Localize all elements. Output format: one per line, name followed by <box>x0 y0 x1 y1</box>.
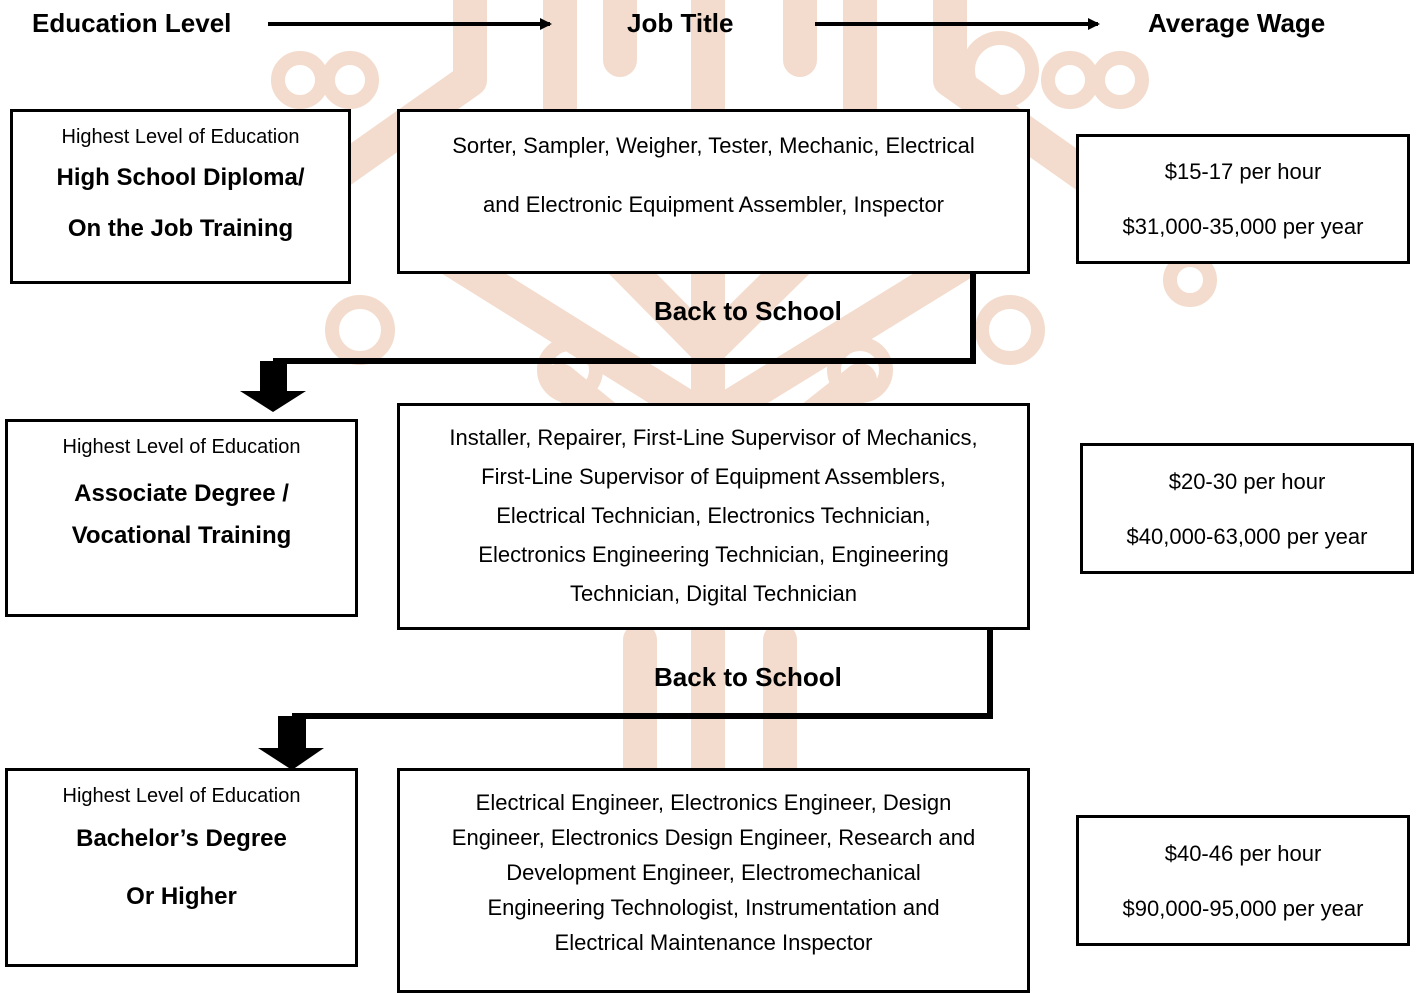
job-list-line: First-Line Supervisor of Equipment Assem… <box>481 464 946 489</box>
education-level-subtitle: Or Higher <box>126 883 237 910</box>
jobs-box-high-school: Sorter, Sampler, Weigher, Tester, Mechan… <box>397 109 1030 274</box>
wage-yearly: $40,000-63,000 per year <box>1126 523 1368 549</box>
job-list-line: and Electronic Equipment Assembler, Insp… <box>482 192 945 217</box>
job-list-line: Electrical Engineer, Electronics Enginee… <box>475 790 952 815</box>
job-list-line: Installer, Repairer, First-Line Supervis… <box>449 425 978 450</box>
jobs-box-associate: Installer, Repairer, First-Line Supervis… <box>397 403 1030 630</box>
wage-box-associate: $20-30 per hour $40,000-63,000 per year <box>1080 443 1414 574</box>
wage-box-bachelors: $40-46 per hour $90,000-95,000 per year <box>1076 815 1410 946</box>
education-label: Highest Level of Education <box>62 436 301 458</box>
wage-hourly: $20-30 per hour <box>1168 468 1326 494</box>
jobs-box-bachelors: Electrical Engineer, Electronics Enginee… <box>397 768 1030 993</box>
education-level-subtitle: Vocational Training <box>71 522 292 549</box>
education-box-bachelors: Highest Level of Education Bachelor’s De… <box>5 768 358 967</box>
connector-tier1-to-tier2 <box>273 272 976 364</box>
connector-tier2-to-tier3 <box>292 628 993 719</box>
down-arrow-tier3 <box>258 716 324 770</box>
education-label: Highest Level of Education <box>62 785 301 807</box>
job-list-line: Electrical Technician, Electronics Techn… <box>496 503 931 528</box>
education-level-subtitle: On the Job Training <box>67 215 294 242</box>
education-level-title: Bachelor’s Degree <box>76 825 287 852</box>
job-list-line: Sorter, Sampler, Weigher, Tester, Mechan… <box>452 133 975 158</box>
back-to-school-label: Back to School <box>654 296 842 326</box>
education-box-high-school: Highest Level of Education High School D… <box>10 109 351 284</box>
wage-yearly: $31,000-35,000 per year <box>1122 214 1364 239</box>
header-job-title: Job Title <box>627 8 734 38</box>
down-arrow-tier2 <box>240 361 306 412</box>
header-education-level: Education Level <box>32 8 232 38</box>
job-list-line: Engineer, Electronics Design Engineer, R… <box>451 825 976 850</box>
job-list-line: Engineering Technologist, Instrumentatio… <box>487 895 940 920</box>
education-box-associate: Highest Level of Education Associate Deg… <box>5 419 358 617</box>
wage-yearly: $90,000-95,000 per year <box>1122 895 1364 921</box>
header-average-wage: Average Wage <box>1148 8 1326 38</box>
education-level-title: High School Diploma/ <box>56 164 305 191</box>
job-list-line: Technician, Digital Technician <box>570 581 857 606</box>
job-list-line: Development Engineer, Electromechanical <box>506 860 921 885</box>
job-list-line: Electronics Engineering Technician, Engi… <box>478 542 949 567</box>
wage-box-high-school: $15-17 per hour $31,000-35,000 per year <box>1076 134 1410 264</box>
back-to-school-label: Back to School <box>654 662 842 692</box>
education-level-title: Associate Degree / <box>74 480 289 507</box>
wage-hourly: $15-17 per hour <box>1164 159 1322 184</box>
wage-hourly: $40-46 per hour <box>1164 840 1322 866</box>
job-list-line: Electrical Maintenance Inspector <box>554 930 873 955</box>
education-label: Highest Level of Education <box>61 126 300 148</box>
